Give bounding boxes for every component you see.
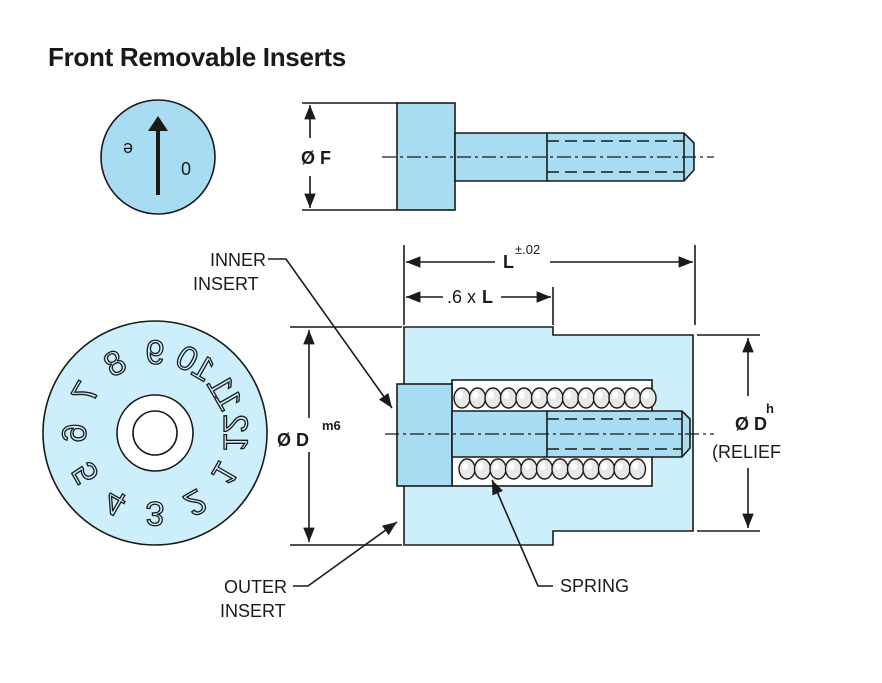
spring-coil — [577, 387, 595, 409]
dial-numeral: 9 — [146, 334, 165, 372]
small-arrow-dial: e 0 — [100, 99, 216, 215]
small-dial-right-glyph: 0 — [181, 159, 191, 179]
spring-coil — [628, 458, 647, 480]
spring-coil — [639, 387, 657, 409]
assembly-section-view: L ±.02 .6 x L Ø D m6 Ø D h (RELIEF INNER… — [193, 242, 781, 621]
spring-coil-highlight — [601, 462, 608, 470]
spring-label: SPRING — [560, 576, 629, 596]
spring-coil — [489, 458, 507, 480]
spring-coil — [473, 458, 492, 480]
inner-insert-leader — [268, 258, 393, 409]
spring-coil — [597, 458, 616, 480]
spring-coil — [561, 387, 580, 409]
diam-d-m6-label: Ø D — [277, 430, 309, 450]
page-title: Front Removable Inserts — [48, 42, 346, 72]
outer-insert-leader — [293, 521, 398, 587]
spring-coil-highlight — [581, 391, 587, 399]
spring-coil-highlight — [524, 462, 530, 470]
spring-coil-highlight — [596, 391, 603, 399]
spring-coil — [515, 387, 533, 409]
spring-coil — [623, 387, 642, 409]
inner-insert-head-section — [396, 383, 453, 487]
spring-coil-highlight — [539, 462, 546, 470]
spring-coil — [535, 458, 554, 480]
spring-coil-highlight — [508, 462, 515, 470]
spring-coil — [546, 387, 564, 409]
spring-coil — [551, 458, 569, 480]
spring-leader — [491, 479, 553, 587]
spring-coil — [468, 387, 487, 409]
spring-coil-highlight — [462, 462, 468, 470]
spring-coil-highlight — [493, 462, 499, 470]
spring-coil-highlight — [612, 391, 618, 399]
spring-coil — [582, 458, 600, 480]
diam-f-label: Ø F — [301, 148, 331, 168]
spring-coil — [484, 387, 502, 409]
spring-coil — [504, 458, 523, 480]
spring-coil-highlight — [457, 391, 463, 399]
spring-coil-highlight — [519, 391, 525, 399]
diam-d-m6-sup: m6 — [322, 418, 341, 433]
six-l-l: L — [482, 287, 493, 307]
dial-numeral: 3 — [146, 494, 165, 532]
spring-coil-highlight — [570, 462, 577, 470]
spring-coil-highlight — [472, 391, 479, 399]
small-dial-arrow-head — [148, 116, 168, 131]
outer-insert-label-line1: OUTER — [224, 577, 287, 597]
inner-insert-side-view: Ø F — [301, 102, 714, 211]
six-l-prefix: .6 x — [447, 287, 476, 307]
spring-coil-highlight — [565, 391, 572, 399]
dial-numeral: 6 — [56, 424, 94, 443]
dial-numeral: 12 — [216, 414, 254, 452]
spring-coil — [453, 387, 471, 409]
spring-coil-highlight — [586, 462, 592, 470]
spring-coil — [566, 458, 585, 480]
spring-coil-highlight — [617, 462, 623, 470]
spring-coil-highlight — [488, 391, 494, 399]
inner-insert-label-line2: INSERT — [193, 274, 259, 294]
spring-coil-highlight — [503, 391, 510, 399]
diam-d-h-label: Ø D — [735, 414, 767, 434]
spring-coil-highlight — [555, 462, 561, 470]
spring-coil-highlight — [627, 391, 634, 399]
spring-coil — [499, 387, 518, 409]
length-l-label: L — [503, 252, 514, 272]
outer-insert-label-line2: INSERT — [220, 601, 286, 621]
inner-insert-label-line1: INNER — [210, 250, 266, 270]
spring-coil-highlight — [632, 462, 639, 470]
small-dial-left-glyph: e — [123, 139, 133, 159]
spring-coil-highlight — [534, 391, 541, 399]
spring-coils — [453, 387, 657, 480]
dial-inner-hole — [132, 410, 178, 456]
relief-label: (RELIEF — [712, 442, 781, 462]
spring-coil-highlight — [477, 462, 484, 470]
spring-coil — [592, 387, 611, 409]
spring-coil — [613, 458, 631, 480]
spring-coil — [608, 387, 626, 409]
diam-d-h-sup: h — [766, 401, 774, 416]
spring-coil — [458, 458, 476, 480]
spring-coil — [520, 458, 538, 480]
spring-coil-highlight — [643, 391, 649, 399]
spring-coil — [530, 387, 549, 409]
spring-coil-highlight — [550, 391, 556, 399]
length-tolerance: ±.02 — [515, 242, 540, 257]
